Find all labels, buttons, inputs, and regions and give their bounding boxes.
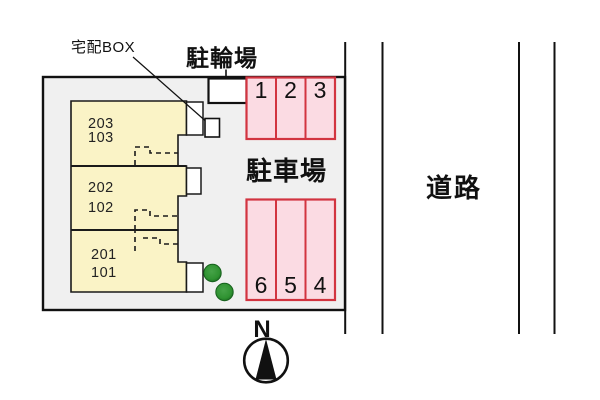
porch-room-201 [185, 262, 204, 293]
entrance-porches [185, 101, 204, 293]
shrub-icon-1 [203, 263, 222, 283]
north-compass-icon [242, 337, 290, 384]
road-label: 道路 [426, 173, 483, 203]
parking-lot-label: 駐車場 [246, 156, 328, 186]
parking-space-number-4: 4 [313, 272, 327, 298]
delivery-box [204, 117, 221, 138]
room-label-203: 203 [88, 116, 114, 132]
shrub-icon-2 [215, 282, 234, 302]
porch-room-202 [185, 167, 202, 195]
room-label-102: 102 [88, 200, 114, 216]
stair-dash-room2 [134, 209, 178, 230]
parking-block-top-outline [245, 76, 337, 141]
room-label-201: 201 [91, 247, 117, 263]
bicycle-parking-box [207, 77, 248, 105]
parking-space-number-5: 5 [284, 272, 297, 298]
room-label-202: 202 [88, 180, 114, 196]
room-dividers [71, 165, 187, 231]
stair-dash-room1 [134, 146, 178, 165]
delivery-box-leader-line [132, 56, 210, 125]
delivery-box-label: 宅配BOX [71, 39, 136, 56]
parking-space-number-2: 2 [284, 77, 297, 103]
parking-space-number-3: 3 [313, 77, 327, 103]
parking-space-number-1: 1 [254, 77, 268, 103]
stair-dashes [134, 146, 178, 251]
bicycle-parking-label: 駐輪場 [186, 45, 258, 71]
room-label-101: 101 [91, 265, 117, 281]
shrub-icons [203, 263, 234, 302]
compass-needle-icon [255, 339, 277, 380]
parking-block-bottom [245, 198, 337, 302]
north-label: N [253, 316, 271, 343]
parking-space-number-6: 6 [254, 272, 268, 298]
parking-block-top [245, 76, 337, 141]
parking-block-bottom-outline [245, 198, 337, 302]
room-label-103: 103 [88, 130, 114, 146]
stair-dash-room3 [134, 230, 178, 251]
road-lines [344, 42, 556, 334]
